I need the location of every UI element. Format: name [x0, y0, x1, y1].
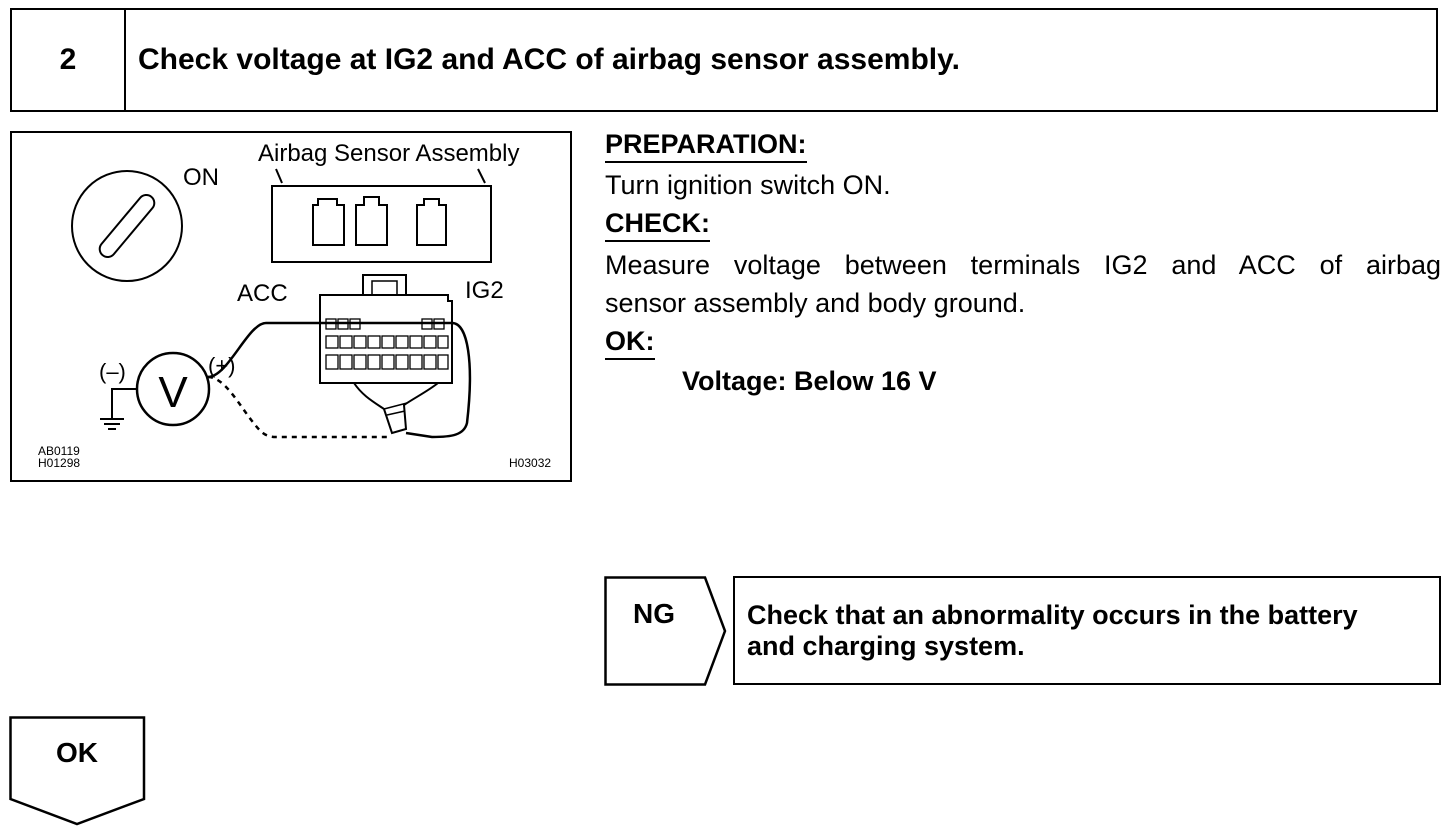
sensor-assembly-icon	[271, 185, 492, 263]
figure-code-3: H03032	[509, 456, 551, 470]
preparation-text: Turn ignition switch ON.	[605, 170, 891, 200]
component-bracket	[275, 168, 486, 184]
ok-value: Voltage: Below 16 V	[682, 366, 937, 396]
acc-label: ACC	[237, 280, 288, 307]
step-title: Check voltage at IG2 and ACC of airbag s…	[138, 43, 960, 76]
ok-arrow-icon	[9, 716, 146, 826]
check-heading: CHECK:	[605, 208, 710, 242]
probe-lead-dashed	[207, 375, 390, 439]
probe-lead-solid	[207, 321, 472, 439]
ok-heading: OK:	[605, 326, 655, 360]
step-number: 2	[12, 10, 126, 110]
minus-terminal-label: (–)	[99, 359, 126, 384]
check-text-line2: sensor assembly and body ground.	[605, 288, 1026, 318]
check-text-line1: Measure voltage between terminals IG2 an…	[605, 250, 1441, 280]
ng-result-box: Check that an abnormality occurs in the …	[733, 576, 1441, 685]
wiring-diagram: ON Airbag Sensor Assembly ACC IG2	[38, 140, 551, 470]
voltmeter-label: V	[158, 368, 188, 417]
voltmeter-icon: V	[135, 351, 211, 427]
ng-arrow-icon	[604, 576, 727, 686]
connector-icon	[319, 274, 453, 435]
plus-terminal-label: (+)	[208, 353, 236, 378]
wiring-figure: ON Airbag Sensor Assembly ACC IG2	[10, 131, 572, 482]
figure-code-1: AB0119	[38, 444, 80, 458]
ig2-label: IG2	[465, 277, 504, 304]
ok-branch-label: OK	[56, 737, 98, 768]
ng-text-line1: Check that an abnormality occurs in the …	[747, 600, 1358, 630]
component-label: Airbag Sensor Assembly	[258, 140, 519, 167]
ng-label: NG	[633, 598, 675, 629]
switch-on-label: ON	[183, 164, 219, 191]
figure-code-2: H01298	[38, 456, 80, 470]
preparation-heading: PREPARATION:	[605, 129, 807, 163]
step-header: 2 Check voltage at IG2 and ACC of airbag…	[10, 8, 1438, 112]
ignition-switch-icon	[71, 170, 183, 282]
ground-icon	[100, 388, 137, 430]
ng-text-line2: and charging system.	[747, 631, 1025, 661]
